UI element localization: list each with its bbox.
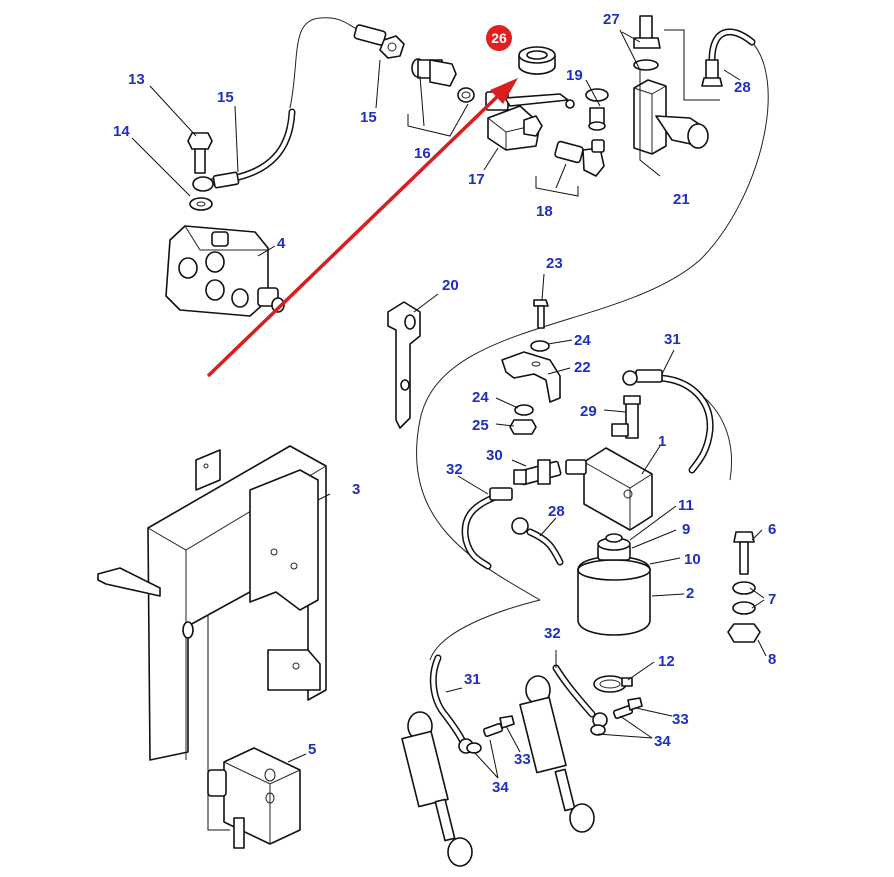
label-11: 11 bbox=[678, 497, 694, 514]
cylinder-left bbox=[401, 711, 473, 867]
hose-32-lower bbox=[552, 664, 608, 728]
block-1 bbox=[565, 447, 653, 531]
label-1: 1 bbox=[658, 433, 666, 450]
clamp-12 bbox=[593, 675, 633, 693]
label-15-left: 15 bbox=[217, 89, 234, 106]
washer-7-a bbox=[732, 581, 756, 595]
label-7: 7 bbox=[768, 591, 776, 608]
nut-26 bbox=[518, 46, 556, 75]
hose-28-mid bbox=[511, 517, 564, 566]
label-12: 12 bbox=[658, 653, 675, 670]
washer-7-b bbox=[732, 601, 756, 615]
label-8: 8 bbox=[768, 651, 776, 668]
label-33-left: 33 bbox=[514, 751, 531, 768]
label-29: 29 bbox=[580, 403, 597, 420]
label-23: 23 bbox=[546, 255, 563, 272]
washer-14 bbox=[189, 197, 213, 211]
label-31-upper: 31 bbox=[664, 331, 681, 348]
label-27: 27 bbox=[603, 11, 620, 28]
washer-24-lower bbox=[514, 404, 534, 416]
ball-valve-17 bbox=[485, 91, 575, 151]
nut-25 bbox=[509, 419, 537, 435]
pointer-arrow bbox=[206, 78, 518, 378]
label-18: 18 bbox=[536, 203, 553, 220]
part-labels: 1 2 3 4 5 6 7 8 9 10 11 12 13 14 15 15 1… bbox=[113, 11, 776, 796]
label-4: 4 bbox=[277, 235, 286, 252]
label-14: 14 bbox=[113, 123, 130, 140]
bolt-6 bbox=[733, 531, 755, 575]
accumulator-2 bbox=[577, 533, 651, 636]
valve-5 bbox=[207, 747, 301, 849]
label-17: 17 bbox=[468, 171, 485, 188]
bolt-33-left bbox=[482, 715, 515, 738]
clamp-22 bbox=[501, 351, 561, 403]
union-16 bbox=[411, 58, 475, 103]
label-22: 22 bbox=[574, 359, 591, 376]
washer-34-right bbox=[590, 724, 606, 736]
label-6: 6 bbox=[768, 521, 776, 538]
label-2: 2 bbox=[686, 585, 694, 602]
cylinder-right bbox=[519, 675, 595, 833]
label-34-left: 34 bbox=[492, 779, 509, 796]
badge-label: 26 bbox=[491, 30, 507, 46]
label-10: 10 bbox=[684, 551, 701, 568]
label-3: 3 bbox=[352, 481, 360, 498]
bolt-13 bbox=[187, 132, 213, 174]
label-19: 19 bbox=[566, 67, 583, 84]
label-24-lower: 24 bbox=[472, 389, 489, 406]
label-33-right: 33 bbox=[672, 711, 689, 728]
frame-3 bbox=[97, 445, 327, 761]
fitting-27 bbox=[633, 15, 661, 71]
washer-19 bbox=[585, 88, 609, 102]
highlight-badge: 26 bbox=[486, 25, 512, 51]
label-24-upper: 24 bbox=[574, 332, 591, 349]
nut-8 bbox=[727, 623, 761, 643]
label-32-lower: 32 bbox=[544, 625, 561, 642]
hose-28-top bbox=[701, 28, 756, 87]
hose-31-upper bbox=[622, 369, 714, 474]
label-32-mid: 32 bbox=[446, 461, 463, 478]
label-5: 5 bbox=[308, 741, 316, 758]
label-15-top: 15 bbox=[360, 109, 377, 126]
label-34-right: 34 bbox=[654, 733, 671, 750]
fitting-19 bbox=[588, 107, 606, 131]
fitting-15 bbox=[353, 24, 405, 59]
hose-32-mid bbox=[461, 487, 513, 570]
label-28-top: 28 bbox=[734, 79, 751, 96]
label-16: 16 bbox=[414, 145, 431, 162]
hose-15 bbox=[192, 108, 296, 192]
tee-29 bbox=[611, 395, 641, 439]
bracket-20 bbox=[387, 301, 421, 429]
block-21 bbox=[633, 79, 709, 155]
washer-24-upper bbox=[530, 340, 550, 352]
bolt-33-right bbox=[612, 697, 643, 720]
label-13: 13 bbox=[128, 71, 145, 88]
valve-4 bbox=[165, 225, 285, 317]
label-28-mid: 28 bbox=[548, 503, 565, 520]
leader-lines bbox=[131, 29, 767, 831]
label-20: 20 bbox=[442, 277, 459, 294]
label-30: 30 bbox=[486, 447, 503, 464]
label-31-lower: 31 bbox=[464, 671, 481, 688]
bolt-23 bbox=[533, 299, 549, 329]
washer-34-left bbox=[466, 742, 482, 754]
tee-30 bbox=[513, 459, 562, 486]
elbow-18 bbox=[554, 139, 605, 177]
label-21: 21 bbox=[673, 191, 690, 208]
label-9: 9 bbox=[682, 521, 690, 538]
label-25: 25 bbox=[472, 417, 489, 434]
